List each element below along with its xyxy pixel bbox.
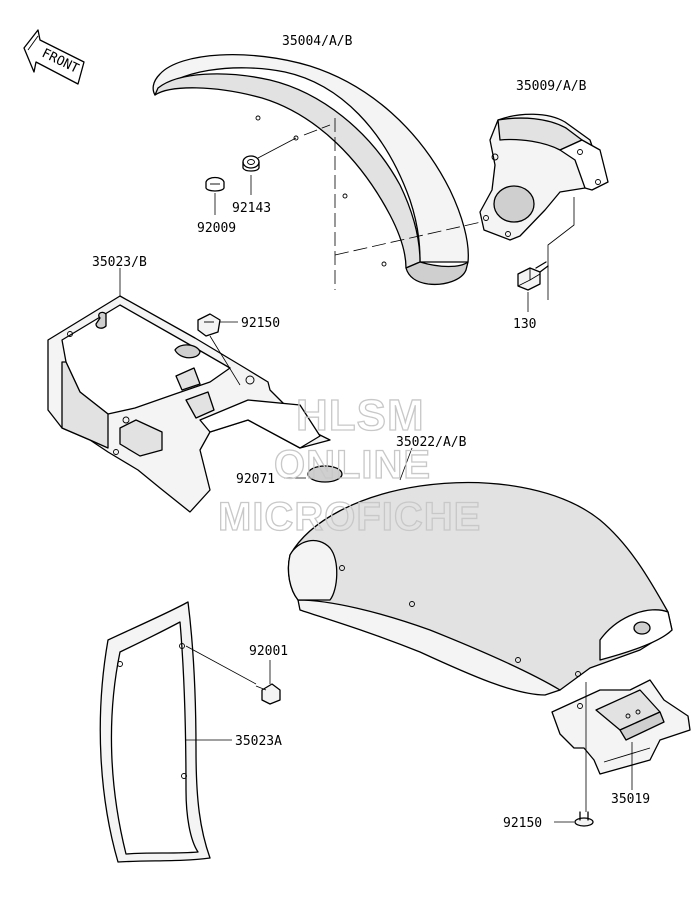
watermark-line3: MICROFICHE	[218, 495, 481, 539]
label-92150-top: 92150	[241, 316, 280, 331]
fender-bracket	[479, 113, 609, 241]
label-35023a: 35023A	[235, 734, 282, 749]
label-35023-b: 35023/B	[92, 255, 147, 270]
label-35019: 35019	[611, 792, 650, 807]
label-35022: 35022/A/B	[396, 435, 467, 450]
license-bracket	[551, 679, 691, 775]
collar-92143	[242, 155, 260, 172]
front-arrow-icon: FRONT	[23, 29, 85, 85]
rubber-pad-92071	[307, 465, 343, 483]
bolt-92009	[205, 176, 225, 192]
label-35004: 35004/A/B	[282, 34, 353, 49]
label-92009: 92009	[197, 221, 236, 236]
front-fender	[152, 54, 469, 286]
clip-92150-bottom	[574, 811, 594, 827]
label-92001: 92001	[249, 644, 288, 659]
rear-fender-frame	[47, 295, 331, 513]
watermark-line2: ONLINE	[274, 443, 431, 487]
inner-mud-guard	[99, 601, 211, 863]
label-92071: 92071	[236, 472, 275, 487]
watermark-line1: HLSM	[296, 391, 425, 440]
clip-92150-top	[197, 313, 221, 337]
rear-fender	[287, 481, 673, 696]
bolt-92001	[255, 683, 281, 705]
label-130: 130	[513, 317, 536, 332]
bolt-130	[517, 261, 549, 291]
label-92150-bottom: 92150	[503, 816, 542, 831]
watermark: HLSM ONLINE MICROFICHE	[217, 390, 481, 539]
label-35009: 35009/A/B	[516, 79, 587, 94]
label-92143: 92143	[232, 201, 271, 216]
leader-dash-bracket	[334, 219, 491, 256]
